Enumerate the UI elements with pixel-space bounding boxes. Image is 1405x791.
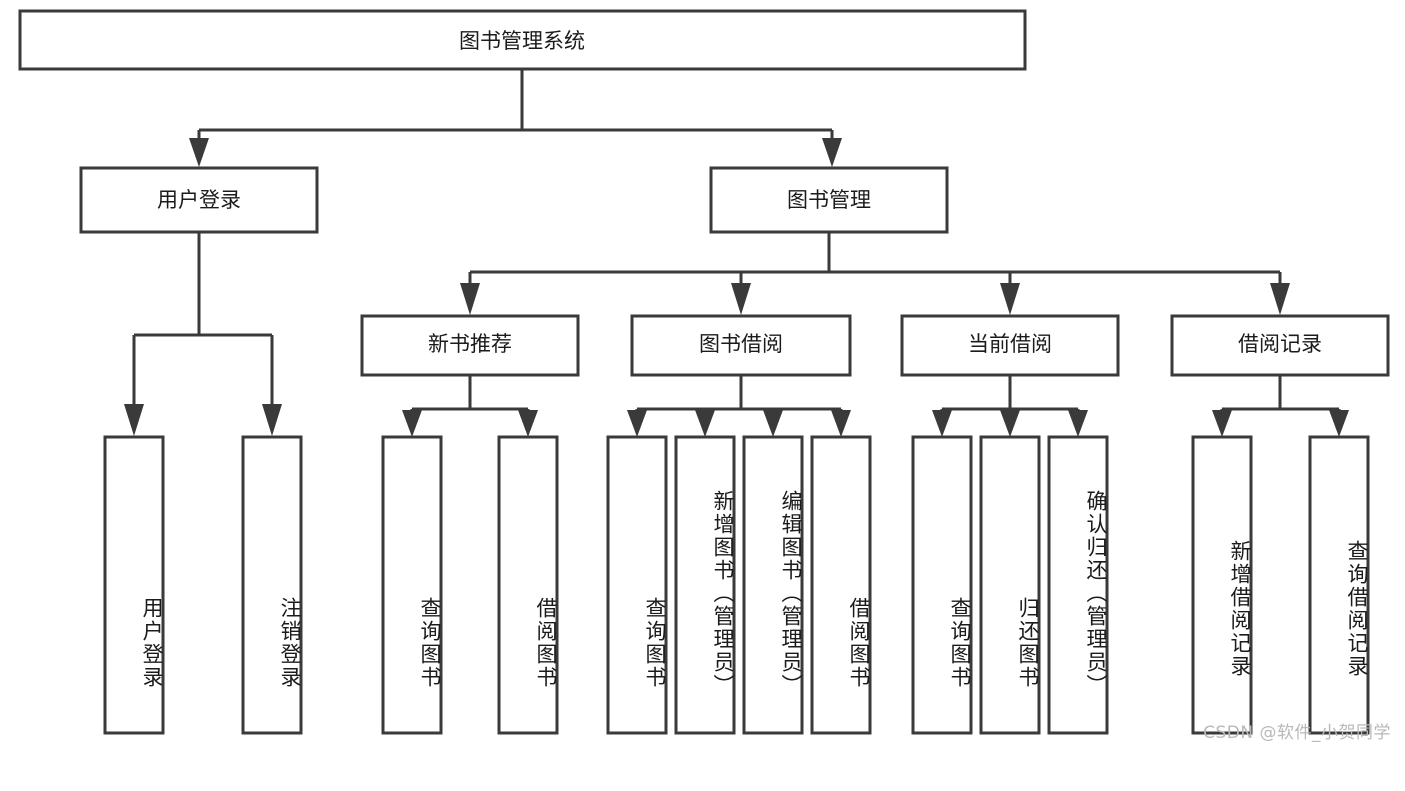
leaf-label-user-login-2: 注销登录 [278, 597, 302, 689]
arrowhead-to-current-borrow [1000, 283, 1020, 315]
arrowhead-to-user-login [189, 138, 209, 167]
node-book-borrow-label: 图书借阅 [699, 332, 783, 356]
arrowhead-leaf-book-borrow-4 [831, 410, 851, 437]
arrowhead-to-book-manage [822, 138, 842, 167]
arrowhead-leaf-borrow-record-2 [1329, 410, 1349, 437]
node-borrow-record-label: 借阅记录 [1238, 332, 1322, 356]
leaf-label-new-book-2: 借阅图书 [534, 597, 558, 689]
leaf-label-book-borrow-2: 新增图书（管理员） [711, 489, 735, 697]
arrowhead-leaf-current-borrow-3 [1068, 410, 1088, 437]
leaf-box-book-borrow-2[interactable] [674, 435, 736, 735]
leaf-box-book-borrow-3[interactable] [742, 435, 804, 735]
arrowhead-leaf-book-borrow-3 [763, 410, 783, 437]
arrowhead-to-borrow-record [1270, 283, 1290, 315]
leaf-label-current-borrow-3: 确认归还（管理员） [1084, 489, 1108, 697]
leaf-box-book-borrow-4[interactable] [810, 435, 872, 735]
leaf-label-current-borrow-2: 归还图书 [1016, 597, 1040, 689]
arrowhead-to-new-book [460, 283, 480, 315]
node-book-borrow-box[interactable] [630, 314, 852, 377]
arrowhead-to-book-borrow [731, 283, 751, 315]
node-new-book-box[interactable] [360, 314, 580, 377]
leaf-label-book-borrow-4: 借阅图书 [847, 597, 871, 689]
leaf-box-user-login-1[interactable] [103, 435, 165, 735]
arrowhead-leaf-current-borrow-1 [932, 410, 952, 437]
leaf-label-current-borrow-1: 查询图书 [948, 597, 972, 689]
watermark-text: CSDN @软件_小贺同学 [1203, 723, 1391, 743]
arrowhead-leaf-user-login-1 [124, 404, 144, 436]
arrowhead-leaf-new-book-2 [518, 410, 538, 437]
leaf-box-current-borrow-1[interactable] [911, 435, 973, 735]
leaf-label-borrow-record-2: 查询借阅记录 [1345, 540, 1369, 678]
arrowhead-leaf-borrow-record-1 [1212, 410, 1232, 437]
arrowhead-leaf-user-login-2 [262, 404, 282, 436]
node-book-manage-label: 图书管理 [787, 188, 871, 212]
leaf-box-current-borrow-2[interactable] [979, 435, 1041, 735]
node-current-borrow-label: 当前借阅 [968, 332, 1052, 356]
node-root-label: 图书管理系统 [459, 29, 585, 53]
leaf-box-new-book-1[interactable] [381, 435, 443, 735]
diagram-graphics: 图书管理系统 用户登录 图书管理 新书推荐 [18, 9, 1390, 735]
leaf-box-borrow-record-1[interactable] [1191, 435, 1253, 735]
node-new-book-label: 新书推荐 [428, 332, 512, 356]
node-user-login-label: 用户登录 [157, 188, 241, 212]
arrowhead-leaf-new-book-1 [402, 410, 422, 437]
node-current-borrow-box[interactable] [900, 314, 1120, 377]
leaf-label-borrow-record-1: 新增借阅记录 [1228, 540, 1252, 678]
arrowhead-leaf-book-borrow-2 [695, 410, 715, 437]
arrowhead-leaf-current-borrow-2 [1000, 410, 1020, 437]
leaf-label-user-login-1: 用户登录 [140, 597, 164, 689]
leaf-box-borrow-record-2[interactable] [1308, 435, 1370, 735]
leaf-box-new-book-2[interactable] [497, 435, 559, 735]
diagram-canvas: 图书管理系统 用户登录 图书管理 新书推荐 [18, 9, 1391, 743]
node-root-box[interactable] [18, 9, 1027, 71]
arrowhead-leaf-book-borrow-1 [627, 410, 647, 437]
leaf-label-book-borrow-1: 查询图书 [643, 597, 667, 689]
leaf-box-current-borrow-3[interactable] [1047, 435, 1109, 735]
leaf-label-book-borrow-3: 编辑图书（管理员） [779, 489, 803, 697]
leaf-box-book-borrow-1[interactable] [606, 435, 668, 735]
leaf-box-user-login-2[interactable] [241, 435, 303, 735]
leaf-label-new-book-1: 查询图书 [418, 597, 442, 689]
